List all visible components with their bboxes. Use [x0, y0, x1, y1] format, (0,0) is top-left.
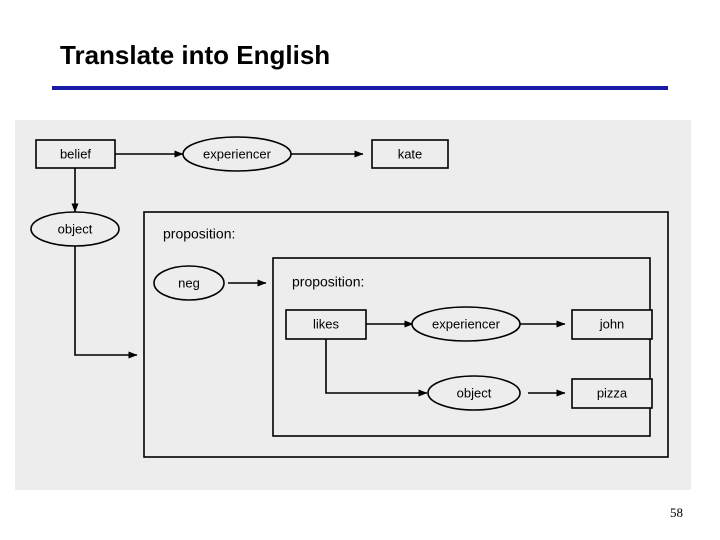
- pizza-box[interactable]: [571, 378, 653, 409]
- node-kate[interactable]: kate: [371, 139, 449, 169]
- node-neg[interactable]: neg: [153, 265, 225, 301]
- container-inner-proposition: proposition:: [272, 257, 651, 437]
- john-box[interactable]: [571, 309, 653, 340]
- object-inner-ellipse[interactable]: [427, 375, 521, 411]
- john-label: john: [599, 316, 625, 331]
- outer-proposition-box: [143, 211, 669, 458]
- node-experiencer-inner[interactable]: experiencer: [411, 306, 521, 342]
- object-inner-label: object: [457, 385, 492, 400]
- node-john[interactable]: john: [571, 309, 653, 340]
- kate-label: kate: [398, 146, 423, 161]
- edge-likes-to-object-inner: [325, 339, 428, 397]
- object-outer-ellipse[interactable]: [30, 211, 120, 247]
- inner-proposition-box: [272, 257, 651, 437]
- node-belief[interactable]: belief: [35, 139, 116, 169]
- likes-label: likes: [313, 316, 340, 331]
- experiencer-outer-ellipse[interactable]: [182, 136, 292, 172]
- node-object-outer[interactable]: object: [30, 211, 120, 247]
- belief-box[interactable]: [35, 139, 116, 169]
- node-likes[interactable]: likes: [285, 309, 367, 340]
- inner-proposition-label: proposition:: [292, 274, 364, 290]
- kate-box[interactable]: [371, 139, 449, 169]
- page-number: 58: [670, 505, 683, 520]
- semantic-network-diagram: proposition: proposition: belief: [30, 136, 669, 458]
- neg-label: neg: [178, 275, 200, 290]
- diagram-panel: proposition: proposition: belief: [15, 120, 691, 490]
- node-object-inner[interactable]: object: [427, 375, 521, 411]
- page-title: Translate into English: [60, 40, 331, 70]
- belief-label: belief: [60, 146, 91, 161]
- experiencer-outer-label: experiencer: [203, 146, 272, 161]
- experiencer-inner-ellipse[interactable]: [411, 306, 521, 342]
- node-experiencer-outer[interactable]: experiencer: [182, 136, 292, 172]
- object-outer-label: object: [58, 221, 93, 236]
- experiencer-inner-label: experiencer: [432, 316, 501, 331]
- container-outer-proposition: proposition:: [143, 211, 669, 458]
- pizza-label: pizza: [597, 385, 628, 400]
- edge-object-to-outer-proposition: [74, 246, 138, 359]
- title-underline-rule: [52, 86, 668, 90]
- node-pizza[interactable]: pizza: [571, 378, 653, 409]
- outer-proposition-label: proposition:: [163, 226, 235, 242]
- likes-box[interactable]: [285, 309, 367, 340]
- neg-ellipse[interactable]: [153, 265, 225, 301]
